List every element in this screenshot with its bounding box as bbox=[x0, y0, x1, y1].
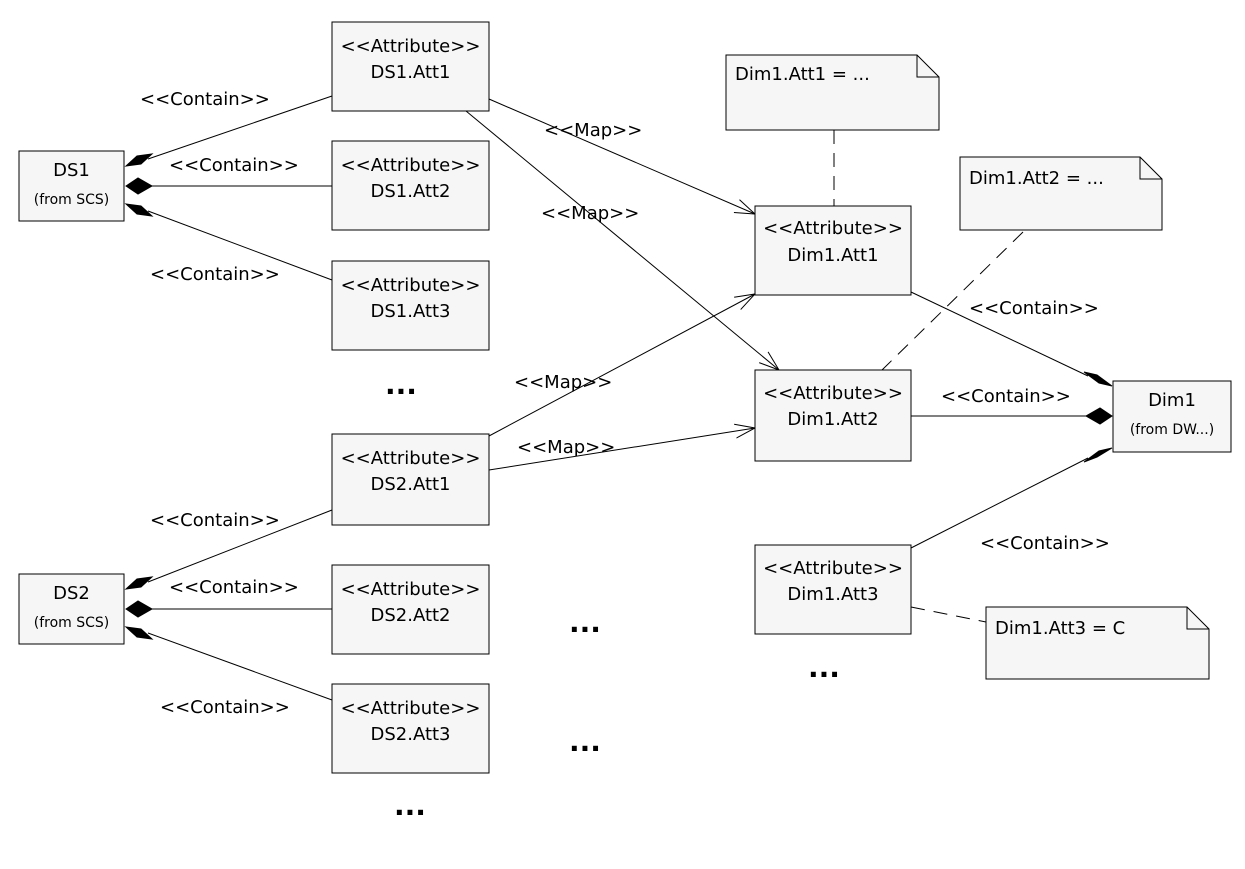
ellipsis: ... bbox=[569, 725, 601, 758]
note-text: Dim1.Att1 = ... bbox=[735, 64, 870, 85]
composition-diamond-ds1-2 bbox=[125, 177, 154, 195]
class-dim1-origin: (from DW...) bbox=[1130, 422, 1214, 438]
attribute-stereotype: <<Attribute>> bbox=[763, 558, 903, 579]
attribute-name: DS1.Att3 bbox=[370, 301, 450, 322]
composition-diamond-ds2-3 bbox=[124, 626, 154, 640]
composition-diamond-dim1-1 bbox=[1083, 371, 1113, 387]
map-label: <<Map>> bbox=[514, 372, 612, 393]
note-text: Dim1.Att2 = ... bbox=[969, 168, 1104, 189]
attribute-dim1-att1[interactable]: <<Attribute>> Dim1.Att1 bbox=[754, 205, 912, 296]
contain-label: <<Contain>> bbox=[941, 386, 1071, 407]
attribute-stereotype: <<Attribute>> bbox=[763, 383, 903, 404]
attribute-dim1-att2[interactable]: <<Attribute>> Dim1.Att2 bbox=[754, 369, 912, 462]
composition-diamond-ds2-1 bbox=[124, 576, 154, 590]
attribute-ds1-att3[interactable]: <<Attribute>> DS1.Att3 bbox=[331, 260, 490, 351]
contain-edge-ds2-att1 bbox=[147, 509, 333, 583]
class-ds1-name: DS1 bbox=[53, 160, 90, 181]
composition-diamond-ds1-1 bbox=[124, 153, 154, 167]
ellipsis: ... bbox=[569, 606, 601, 639]
contain-label: <<Contain>> bbox=[169, 155, 299, 176]
attribute-stereotype: <<Attribute>> bbox=[341, 36, 481, 57]
attribute-ds2-att3[interactable]: <<Attribute>> DS2.Att3 bbox=[331, 683, 490, 774]
note-text: Dim1.Att3 = C bbox=[995, 618, 1125, 639]
class-ds2-origin: (from SCS) bbox=[34, 615, 110, 631]
map-edge-ds2att1-dim1att2 bbox=[488, 428, 755, 471]
map-label: <<Map>> bbox=[517, 437, 615, 458]
attribute-ds1-att2[interactable]: <<Attribute>> DS1.Att2 bbox=[331, 140, 490, 231]
composition-diamond-dim1-2 bbox=[1084, 407, 1113, 425]
note-anchor-3 bbox=[910, 606, 987, 623]
attribute-name: DS2.Att3 bbox=[370, 724, 450, 745]
attribute-stereotype: <<Attribute>> bbox=[341, 275, 481, 296]
contain-edge-ds2-att3 bbox=[147, 632, 333, 701]
map-edge-ds1att1-dim1att1 bbox=[488, 98, 755, 214]
contain-edge-ds1-att1 bbox=[147, 95, 333, 160]
attribute-stereotype: <<Attribute>> bbox=[341, 155, 481, 176]
composition-diamond-dim1-3 bbox=[1083, 447, 1113, 463]
attribute-stereotype: <<Attribute>> bbox=[341, 698, 481, 719]
map-label: <<Map>> bbox=[544, 120, 642, 141]
contain-label: <<Contain>> bbox=[969, 298, 1099, 319]
contain-label: <<Contain>> bbox=[140, 89, 270, 110]
class-dim1-name: Dim1 bbox=[1148, 390, 1196, 411]
ellipsis: ... bbox=[385, 368, 417, 401]
note-dim1-att3[interactable]: Dim1.Att3 = C bbox=[985, 606, 1210, 680]
contain-label: <<Contain>> bbox=[150, 264, 280, 285]
contain-label: <<Contain>> bbox=[980, 533, 1110, 554]
class-ds1[interactable]: DS1 (from SCS) bbox=[18, 150, 125, 222]
attribute-dim1-att3[interactable]: <<Attribute>> Dim1.Att3 bbox=[754, 544, 912, 635]
contain-edge-dim1-att1 bbox=[910, 291, 1089, 377]
contain-edge-ds1-att3 bbox=[147, 210, 333, 281]
attribute-name: DS1.Att2 bbox=[370, 181, 450, 202]
attribute-ds2-att1[interactable]: <<Attribute>> DS2.Att1 bbox=[331, 433, 490, 526]
attribute-name: Dim1.Att1 bbox=[787, 245, 878, 266]
contain-label: <<Contain>> bbox=[160, 697, 290, 718]
attribute-stereotype: <<Attribute>> bbox=[763, 218, 903, 239]
composition-diamond-ds1-3 bbox=[124, 203, 154, 217]
attribute-name: DS2.Att1 bbox=[370, 474, 450, 495]
map-label: <<Map>> bbox=[541, 203, 639, 224]
attribute-name: Dim1.Att2 bbox=[787, 409, 878, 430]
class-ds2[interactable]: DS2 (from SCS) bbox=[18, 573, 125, 645]
class-dim1[interactable]: Dim1 (from DW...) bbox=[1112, 380, 1232, 453]
ellipsis: ... bbox=[394, 789, 426, 822]
note-anchor-2 bbox=[881, 231, 1024, 371]
contain-label: <<Contain>> bbox=[169, 577, 299, 598]
class-ds2-name: DS2 bbox=[53, 583, 90, 604]
map-edge-ds2att1-dim1att1 bbox=[488, 294, 755, 437]
attribute-name: DS2.Att2 bbox=[370, 605, 450, 626]
ellipsis: ... bbox=[808, 651, 840, 684]
attribute-ds1-att1[interactable]: <<Attribute>> DS1.Att1 bbox=[331, 21, 490, 112]
contain-edge-dim1-att3 bbox=[910, 457, 1089, 549]
attribute-stereotype: <<Attribute>> bbox=[341, 579, 481, 600]
attribute-stereotype: <<Attribute>> bbox=[341, 448, 481, 469]
composition-diamond-ds2-2 bbox=[125, 600, 154, 618]
attribute-name: Dim1.Att3 bbox=[787, 584, 878, 605]
attribute-ds2-att2[interactable]: <<Attribute>> DS2.Att2 bbox=[331, 564, 490, 655]
attribute-name: DS1.Att1 bbox=[370, 62, 450, 83]
map-edge-ds1att1-dim1att2 bbox=[465, 110, 779, 370]
class-ds1-origin: (from SCS) bbox=[34, 192, 110, 208]
contain-label: <<Contain>> bbox=[150, 510, 280, 531]
note-dim1-att2[interactable]: Dim1.Att2 = ... bbox=[959, 156, 1163, 231]
note-dim1-att1[interactable]: Dim1.Att1 = ... bbox=[725, 54, 940, 131]
